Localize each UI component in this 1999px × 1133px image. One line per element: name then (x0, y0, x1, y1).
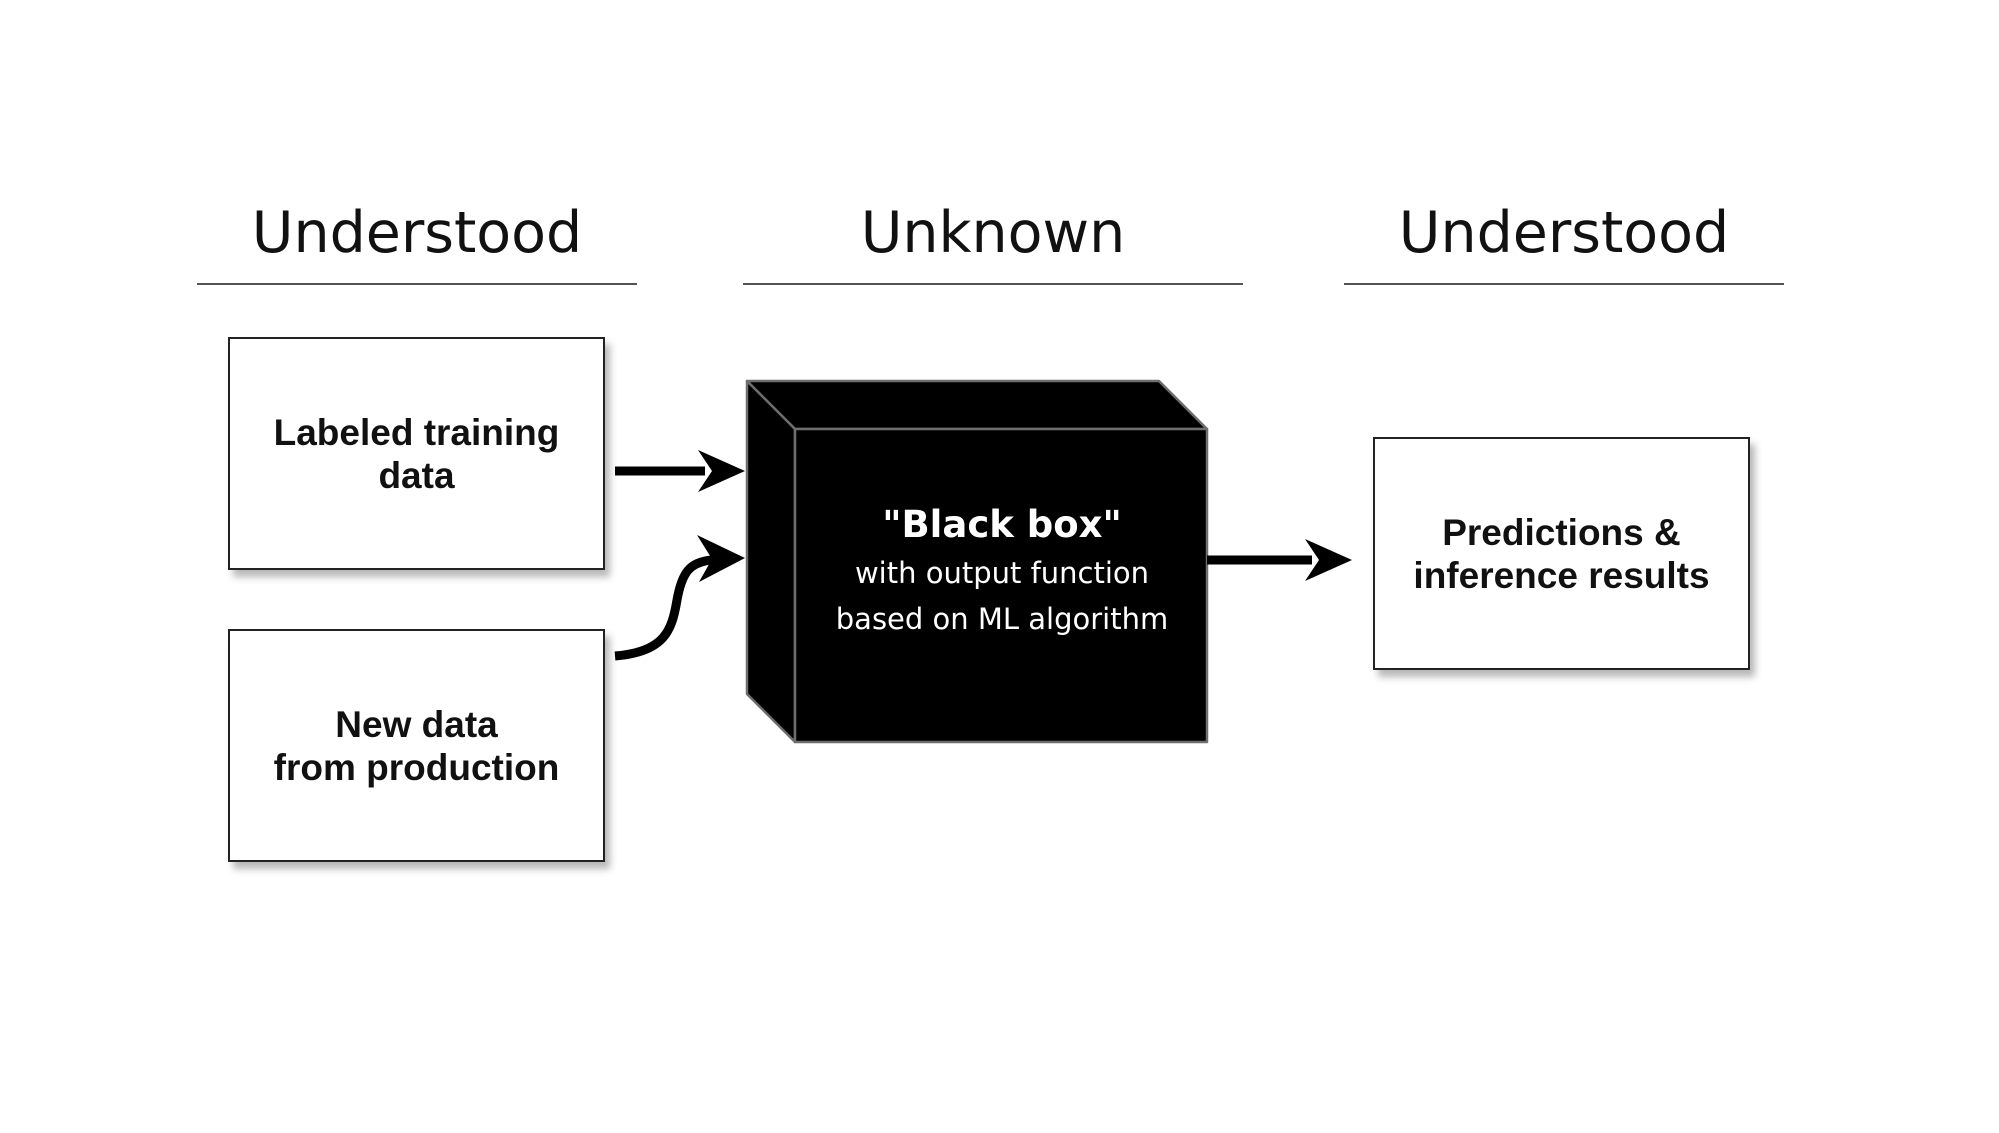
black-box-side-face (745, 379, 797, 744)
production-data-label: New data from production (273, 703, 560, 788)
column-header-understood-right: Understood (1398, 200, 1730, 266)
predictions-box: Predictions & inference results (1373, 437, 1750, 670)
black-box-top-face (745, 379, 1209, 431)
black-box-text: "Black box" with output function based o… (797, 500, 1207, 642)
arrow-training-to-blackbox (615, 450, 745, 492)
header-rule-right (1344, 283, 1784, 285)
training-data-label: Labeled training data (273, 411, 560, 496)
training-data-box: Labeled training data (228, 337, 605, 570)
black-box-title: "Black box" (882, 503, 1122, 546)
black-box-cube (745, 379, 1209, 744)
arrow-production-to-blackbox (614, 535, 745, 661)
black-box-line-2: based on ML algorithm (835, 602, 1169, 636)
predictions-label: Predictions & inference results (1413, 511, 1710, 596)
column-header-unknown: Unknown (860, 200, 1126, 266)
header-rule-middle (743, 283, 1243, 285)
arrow-blackbox-to-predictions (1207, 539, 1352, 581)
black-box-line-1: with output function (854, 556, 1150, 590)
black-box-front-face (793, 427, 1209, 744)
column-header-understood-left: Understood (251, 200, 583, 266)
production-data-box: New data from production (228, 629, 605, 862)
header-rule-left (197, 283, 637, 285)
